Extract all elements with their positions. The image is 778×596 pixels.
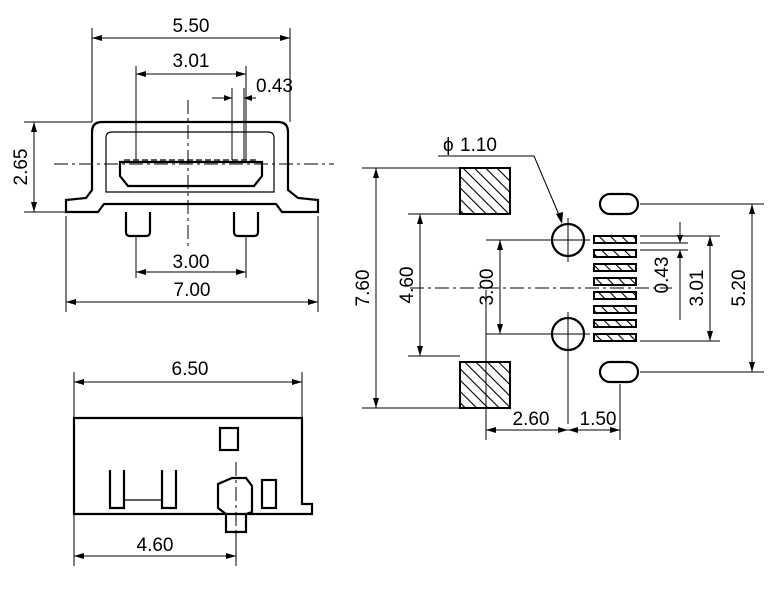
shell-outline (64, 120, 320, 214)
dim-offset-x: 2.60 (513, 409, 550, 430)
pcb-layout: ϕ 1.10 7.60 4.60 3.00 0.43 (353, 135, 764, 440)
side-window (218, 426, 240, 452)
side-contact (216, 476, 254, 534)
front-view: 5.50 3.01 0.43 2.65 3.00 (11, 16, 334, 312)
side-pin-left (108, 470, 126, 510)
dim-hole-symbol: ϕ (443, 135, 454, 156)
mount-pad-top (459, 167, 511, 215)
slot-top (598, 192, 640, 216)
mount-pad-bottom (459, 361, 511, 409)
dim-total-width: 7.00 (174, 280, 211, 301)
slot-bottom (598, 360, 640, 384)
dim-pin-spacing: 3.00 (173, 252, 210, 273)
dim-pin-span: 3.01 (687, 270, 708, 307)
side-latch (260, 478, 278, 510)
side-view: 6.50 4.60 (72, 359, 314, 566)
dim-height: 2.65 (11, 149, 32, 186)
right-leg (232, 212, 260, 238)
port-opening (118, 160, 264, 188)
dim-pitch: 0.43 (256, 76, 293, 97)
dim-pad-pitch: 0.43 (652, 257, 673, 294)
receptacle-inner (105, 131, 275, 193)
dim-hole-diameter: 1.10 (460, 135, 497, 156)
dim-offset-pad: 1.50 (580, 409, 617, 430)
dim-pin-offset: 4.60 (137, 535, 174, 556)
left-leg (124, 212, 152, 238)
dim-pad-spacing: 4.60 (397, 267, 418, 304)
side-pin-right (160, 470, 178, 510)
signal-pads (593, 235, 637, 342)
dim-length: 6.50 (172, 359, 209, 380)
dim-overall-width: 5.50 (173, 16, 210, 37)
dim-slot-spacing: 5.20 (729, 270, 750, 307)
dim-overall-height: 7.60 (353, 270, 374, 307)
dim-hole-spacing: 3.00 (477, 269, 498, 306)
dim-inner-width: 3.01 (173, 51, 210, 72)
